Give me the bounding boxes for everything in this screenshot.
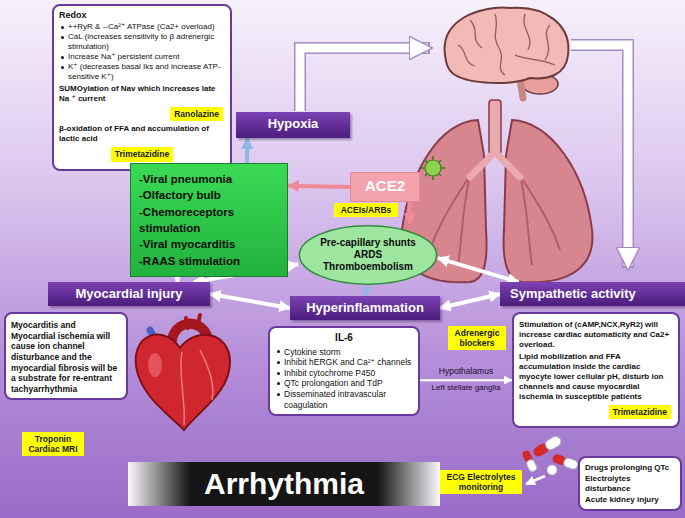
section-banner: Hyperinflammation: [290, 296, 440, 320]
cerebrum: [445, 8, 569, 83]
label-text: Ranolazine: [174, 109, 219, 119]
lung-ellipse: Pre-capillary shuntsARDSThromboembolism: [298, 224, 438, 286]
arrow-outline: [571, 45, 628, 268]
label-text: Troponin Cardiac MRI: [26, 434, 80, 454]
body-text: SUMOylation of Nav which increases late …: [59, 84, 225, 104]
label-text: Myocardial injury: [58, 282, 200, 306]
mechanism-box: Stimulation of (cAMP,NCX,RyR2) will incr…: [512, 312, 680, 428]
drug-label: Trimetazidine: [111, 147, 173, 161]
right-lung: [504, 120, 593, 282]
label-text: Trimetazidine: [613, 407, 667, 417]
edge-label: Hypothalamus: [439, 366, 493, 376]
ellipse-text: Pre-capillary shunts: [320, 237, 416, 249]
brain-gyri: [458, 14, 555, 75]
list-text: -Viral pneumonia: [139, 171, 279, 187]
tablet: [547, 465, 557, 475]
bullet-text: K⁺ (decreases basal Iks and increase ATP…: [59, 62, 225, 82]
section-banner: Hypoxia: [236, 112, 350, 138]
hypoxia-brain-arrow: [300, 48, 428, 111]
cause-box: -Viral pneumonia-Olfactory bulb-Chemorec…: [130, 163, 288, 277]
connector: [420, 379, 512, 381]
mechanism-box: Redox++RyR & --Ca²⁺ ATPase (Ca2+ overloa…: [52, 4, 232, 171]
connector: [210, 294, 290, 308]
capsule: [521, 449, 538, 472]
brain-sympathetic-arrow: [571, 45, 628, 266]
connector: [440, 294, 500, 308]
virus-body: [425, 160, 441, 176]
bullet-text: Cytokine storm: [275, 347, 413, 358]
heading-text: IL-6: [275, 332, 413, 345]
label-text: ACEIs/ARBs: [338, 205, 394, 215]
arrow-outline: [300, 48, 430, 111]
bullet-text: Inhibit hERGK and Ca²⁺ channels: [275, 357, 413, 368]
mechanism-box: Myocarditis and Myocardial ischemia will…: [4, 312, 128, 400]
drug-label: Adrenergic blockers: [448, 326, 506, 350]
list-text: -Viral myocarditis: [139, 236, 279, 252]
brain-illustration: [445, 8, 569, 98]
label-text: ACE2: [351, 173, 419, 199]
trachea: [489, 100, 501, 154]
label-text: Trimetazidine: [115, 149, 169, 159]
label-text: Hyperinflammation: [300, 296, 430, 320]
ellipse-text: Thromboembolism: [323, 261, 413, 273]
bullet-text: Increase Na⁺ persistent current: [59, 52, 225, 62]
outcome-band: Arrhythmia: [128, 462, 440, 506]
label-text: Sympathetic activity: [510, 282, 675, 306]
great-vessels: [186, 315, 200, 328]
bullet-text: Disseminated intravascular coagulation: [275, 389, 413, 410]
list-text: -Olfactory bulb: [139, 187, 279, 203]
pathway-label: Left stellate ganglia: [432, 383, 501, 392]
drug-label: Ranolazine: [170, 107, 223, 121]
body-text: Drugs prolonging QTc: [585, 463, 675, 473]
section-banner: Sympathetic activity: [500, 282, 685, 306]
mechanism-box: IL-6Cytokine stormInhibit hERGK and Ca²⁺…: [268, 326, 420, 416]
connector: [245, 138, 249, 163]
label-text: Adrenergic blockers: [452, 328, 502, 348]
list-text: -Chemoreceptors stimulation: [139, 204, 279, 237]
heart-highlight: [148, 353, 162, 377]
section-banner: Myocardial injury: [48, 282, 210, 306]
virus-spikes: [421, 156, 445, 180]
connector: [365, 286, 368, 296]
heart-illustration: [136, 315, 230, 430]
receptor-box: ACE2: [350, 172, 420, 202]
bronchi: [470, 152, 520, 177]
bronchial-tree: [430, 175, 560, 265]
label-text: Hypoxia: [246, 112, 340, 136]
test-label: Troponin Cardiac MRI: [22, 432, 84, 456]
bullet-text: Inhibit cytochrome P450: [275, 368, 413, 379]
body-text: Acute kidney injury: [585, 495, 675, 505]
connector: [438, 258, 519, 282]
ellipse-shape: [299, 226, 436, 284]
virus-icon: [421, 156, 445, 180]
drug-label: ACEIs/ARBs: [334, 203, 398, 217]
body-text: Stimulation of (cAMP,NCX,RyR2) will incr…: [519, 320, 673, 350]
body-text: β-oxidation of FFA and accumulation of l…: [59, 124, 225, 144]
heart: [136, 335, 230, 430]
list-text: -RAAS stimulation: [139, 253, 279, 269]
body-text: Lipid mobilization and FFA accumulation …: [519, 352, 673, 402]
connector: [288, 186, 350, 187]
ellipse-text: ARDS: [354, 249, 382, 261]
body-text: Myocarditis and Myocardial ischemia will…: [11, 320, 121, 394]
bullet-text: CaL (increases sensitivity to β adrenerg…: [59, 32, 225, 52]
coronary-vessels: [181, 350, 213, 425]
pills-illustration: [521, 435, 579, 475]
label-text: Arrhythmia: [128, 462, 440, 506]
bullet-text: ++RyR & --Ca²⁺ ATPase (Ca2+ overload): [59, 22, 225, 32]
test-label: ECG Electrolytes monitoring: [440, 470, 522, 494]
pills-arrow: [526, 476, 545, 484]
connector: [408, 202, 413, 224]
brainstem: [520, 80, 523, 98]
bullet-text: QTc prolongation and TdP: [275, 378, 413, 389]
drug-label: Trimetazidine: [609, 405, 671, 419]
risk-box: Drugs prolonging QTcElectrolytes disturb…: [578, 456, 682, 511]
heading-text: Redox: [59, 10, 225, 21]
label-text: ECG Electrolytes monitoring: [444, 472, 518, 492]
body-text: Electrolytes disturbance: [585, 474, 675, 494]
